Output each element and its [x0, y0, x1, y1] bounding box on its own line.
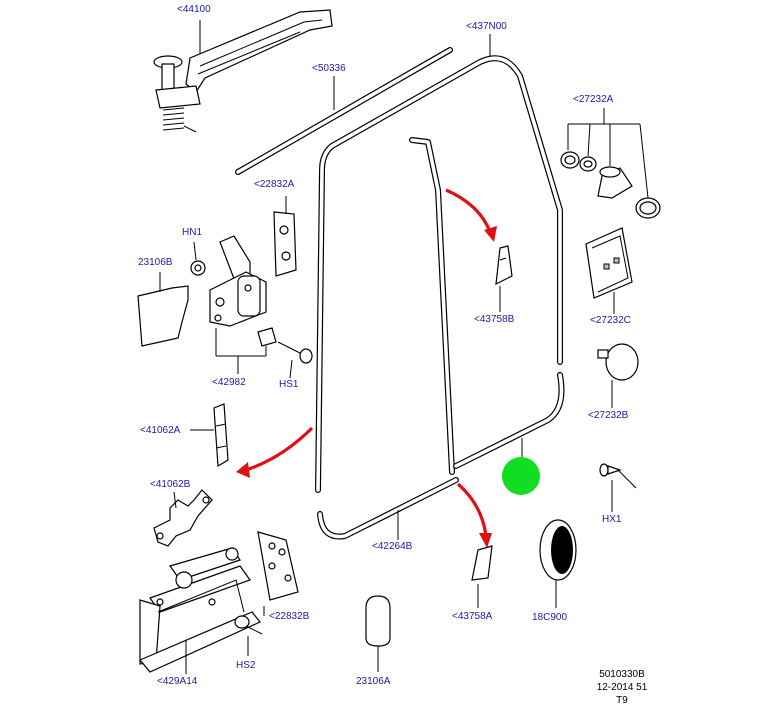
direction-arrows [236, 188, 497, 548]
callout-18c900[interactable]: 18C900 [532, 612, 568, 623]
lower-hinge-part[interactable] [139, 531, 299, 674]
reference-date: 12-2014 51 [596, 682, 648, 693]
callout-22832b[interactable]: <22832B [269, 611, 310, 622]
callout-hs2[interactable]: HS2 [236, 660, 256, 671]
plug-27232b-part[interactable] [597, 343, 639, 408]
clip-43758b-part[interactable] [495, 245, 513, 312]
callout-hs1[interactable]: HS1 [279, 379, 299, 390]
green-dot-marker [502, 457, 540, 495]
grommet-set-27232a[interactable] [560, 108, 661, 219]
callout-27232a[interactable]: <27232A [573, 94, 614, 105]
callout-hx1[interactable]: HX1 [602, 514, 622, 525]
upper-hinge-part[interactable] [209, 196, 297, 374]
plug-18c900-part[interactable] [539, 519, 577, 608]
cap-23106b-part[interactable] [137, 272, 189, 347]
nut-hn1-part[interactable] [190, 241, 206, 276]
rivet-hx1-part[interactable] [599, 463, 637, 512]
callout-27232b[interactable]: <27232B [588, 410, 629, 421]
upper-weatherstrip-part[interactable] [235, 47, 453, 175]
callout-437n00[interactable]: <437N00 [466, 21, 507, 32]
callout-42264b[interactable]: <42264B [372, 541, 413, 552]
callout-27232c[interactable]: <27232C [590, 315, 631, 326]
reference-page: T9 [616, 695, 628, 706]
outside-handle-part[interactable] [153, 9, 333, 133]
callout-429a14[interactable]: <429A14 [157, 676, 198, 687]
callout-43758b[interactable]: <43758B [474, 314, 515, 325]
bolt-hs2-part[interactable] [234, 606, 265, 656]
callout-hn1[interactable]: HN1 [182, 227, 203, 238]
callout-41062b[interactable]: <41062B [150, 479, 191, 490]
callout-22832a[interactable]: <22832A [254, 179, 295, 190]
cap-23106a-part[interactable] [365, 595, 391, 672]
cover-27232c-part[interactable] [585, 227, 633, 314]
callout-41062a[interactable]: <41062A [140, 425, 181, 436]
callout-23106a[interactable]: 23106A [356, 676, 391, 687]
lower-seal-part[interactable] [317, 372, 565, 540]
pillar-seal-part[interactable] [409, 137, 455, 475]
callout-23106b[interactable]: 23106B [138, 257, 173, 268]
callout-42982[interactable]: <42982 [212, 377, 246, 388]
bolt-hs1-part[interactable] [277, 341, 313, 379]
callout-50336[interactable]: <50336 [312, 63, 346, 74]
callout-43758a[interactable]: <43758A [452, 611, 493, 622]
clip-43758a-part[interactable] [471, 545, 493, 608]
guide-41062a-part[interactable] [190, 403, 229, 468]
door-weatherstrip-part[interactable] [315, 34, 563, 493]
reference-code: 5010330B [599, 669, 645, 680]
bracket-41062b-part[interactable] [153, 489, 213, 547]
callout-44100[interactable]: <44100 [177, 4, 211, 15]
